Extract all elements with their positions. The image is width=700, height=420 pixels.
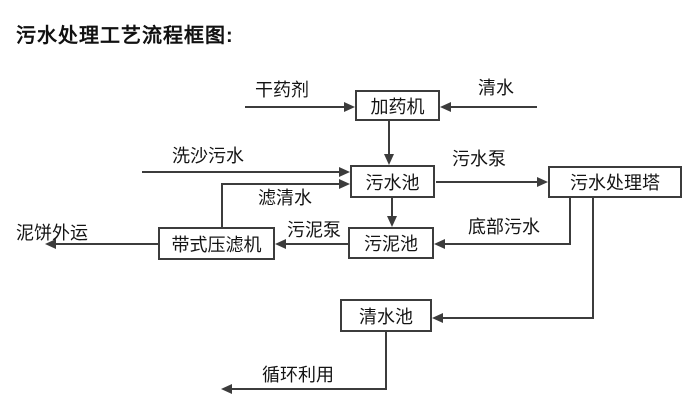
connector-sewage-pump bbox=[436, 181, 537, 183]
connector-tower-to-clean-horizontal bbox=[443, 317, 594, 319]
node-clean-water-pool: 清水池 bbox=[340, 299, 432, 332]
node-sewage-pool: 污水池 bbox=[350, 165, 435, 198]
connector-filtered-water-horizontal bbox=[221, 183, 339, 185]
connector-filtered-water-vertical bbox=[221, 184, 223, 227]
connector-recycle-horizontal bbox=[232, 388, 387, 390]
label-dry-chemical: 干药剂 bbox=[255, 80, 309, 100]
arrowhead-down-icon bbox=[384, 154, 394, 165]
label-filtered-water: 滤清水 bbox=[258, 188, 312, 208]
arrowhead-right-icon bbox=[537, 177, 548, 187]
label-sand-washing-sewage: 洗沙污水 bbox=[172, 146, 244, 166]
connector-recycle-vertical bbox=[385, 332, 387, 389]
arrowhead-right-icon bbox=[339, 179, 350, 189]
connector-clean-water bbox=[451, 106, 537, 108]
arrowhead-right-icon bbox=[339, 167, 350, 177]
node-treatment-tower: 污水处理塔 bbox=[548, 166, 682, 198]
label-clean-water: 清水 bbox=[478, 78, 514, 98]
connector-sewage-to-sludge bbox=[391, 198, 393, 216]
connector-dosing-to-sewage-pool bbox=[388, 121, 390, 154]
node-belt-filter-press: 带式压滤机 bbox=[158, 227, 275, 260]
arrowhead-left-icon bbox=[221, 384, 232, 394]
node-sludge-pool: 污泥池 bbox=[348, 227, 434, 259]
arrowhead-left-icon bbox=[434, 239, 445, 249]
label-sludge-pump: 污泥泵 bbox=[287, 220, 341, 240]
label-mud-cake-out: 泥饼外运 bbox=[16, 223, 88, 243]
arrowhead-left-icon bbox=[432, 313, 443, 323]
node-dosing-machine: 加药机 bbox=[355, 90, 440, 121]
arrowhead-left-icon bbox=[275, 239, 286, 249]
connector-sludge-pump bbox=[286, 243, 348, 245]
arrowhead-right-icon bbox=[344, 102, 355, 112]
label-recycle-use: 循环利用 bbox=[262, 365, 334, 385]
connector-sand-washing-sewage bbox=[142, 171, 339, 173]
connector-dry-chemical bbox=[245, 106, 344, 108]
connector-mud-cake-out bbox=[56, 243, 158, 245]
arrowhead-down-icon bbox=[387, 216, 397, 227]
page-title: 污水处理工艺流程框图: bbox=[16, 25, 234, 47]
connector-bottom-sewage-horizontal bbox=[445, 243, 571, 245]
label-bottom-sewage: 底部污水 bbox=[468, 217, 540, 237]
arrowhead-left-icon bbox=[440, 102, 451, 112]
arrowhead-left-icon bbox=[45, 239, 56, 249]
connector-bottom-sewage-vertical bbox=[569, 198, 571, 244]
label-sewage-pump: 污水泵 bbox=[452, 149, 506, 169]
connector-tower-to-clean-vertical bbox=[592, 198, 594, 319]
